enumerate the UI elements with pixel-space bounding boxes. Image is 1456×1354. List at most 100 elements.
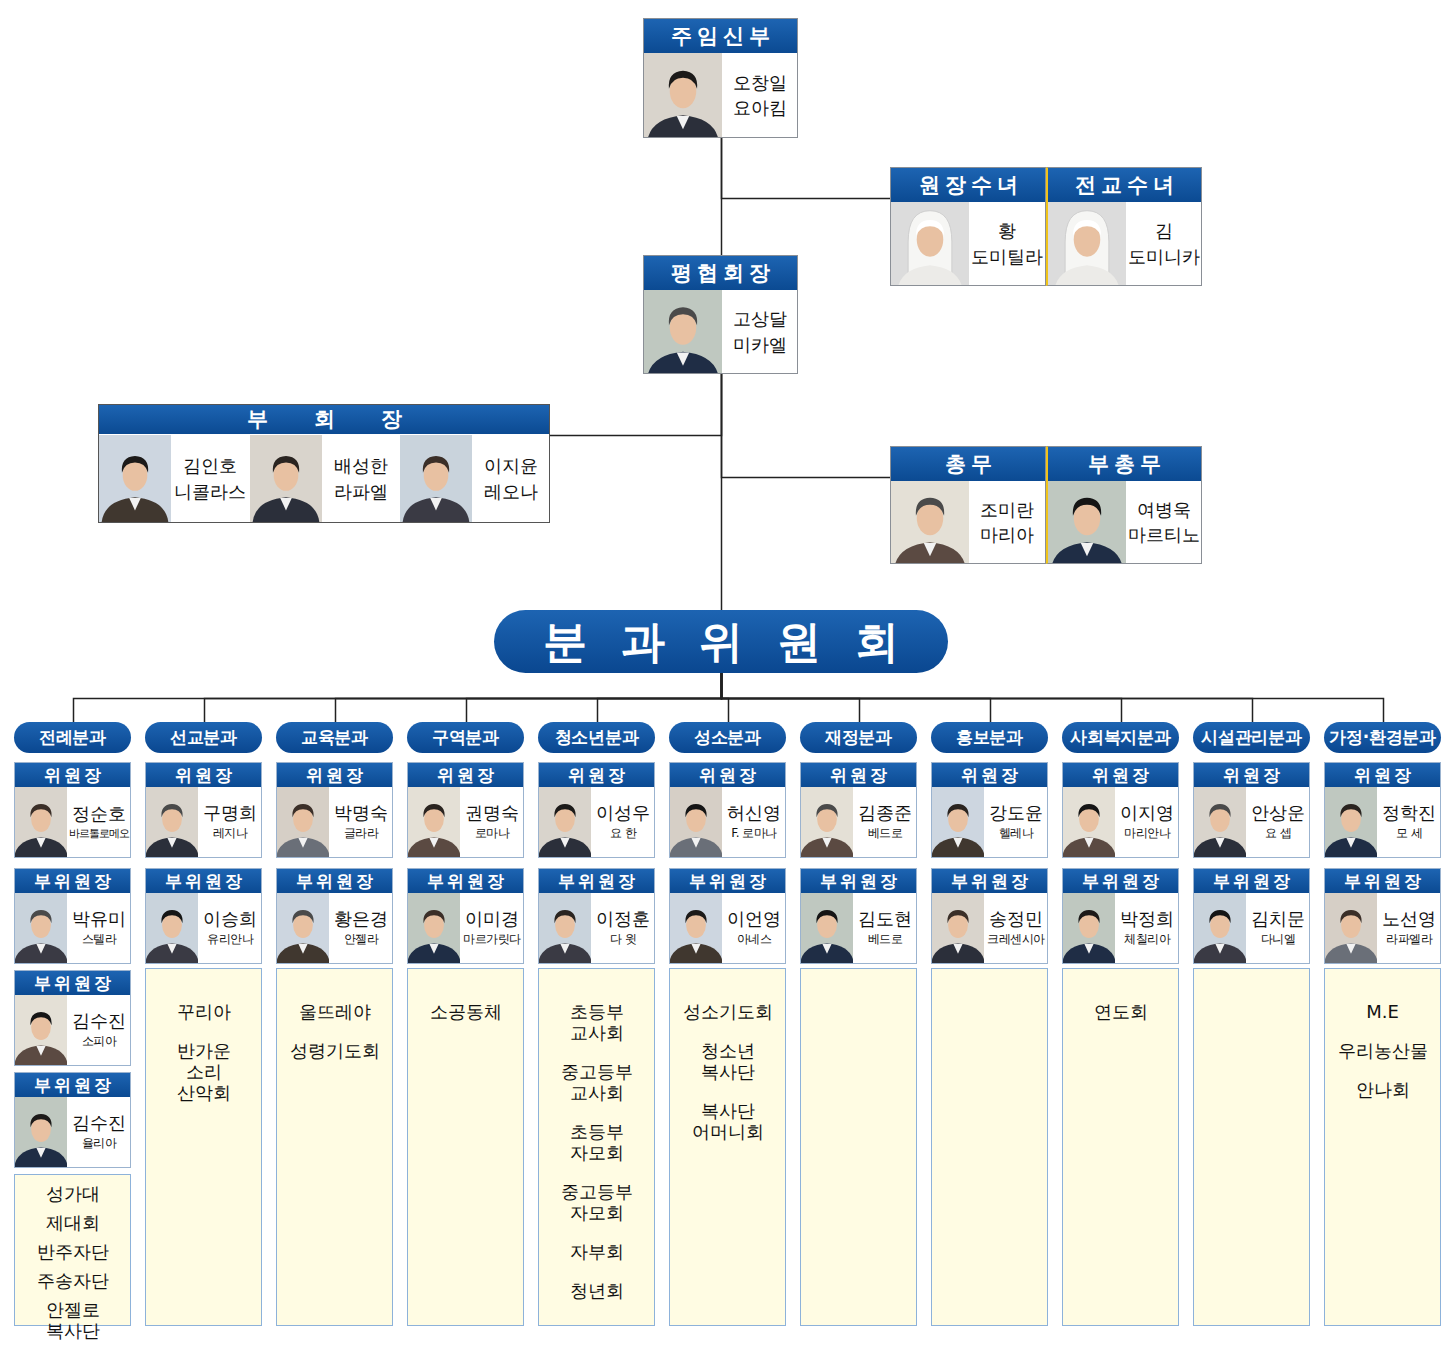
portrait-photo [400, 435, 472, 522]
shoulders [801, 943, 853, 963]
photo-ground [408, 787, 460, 857]
hair [1340, 910, 1361, 923]
baptismal-name: 소피아 [69, 1034, 129, 1050]
baptismal-name: 아네스 [724, 932, 784, 948]
name-area: 허신영F. 로마나 [723, 787, 785, 857]
shirt [1346, 944, 1355, 954]
role-card: 평협회장고상달 미카엘 [643, 255, 798, 374]
baptismal-name: 베드로 [855, 826, 915, 842]
portrait-photo [99, 435, 171, 522]
baptismal-name: 모 세 [1379, 826, 1439, 842]
name-area: 조미란 마리아 [969, 481, 1045, 563]
hair [816, 804, 837, 817]
person-name: 여병욱 마르티노 [1127, 497, 1200, 547]
division-pill: 성소분과 [669, 722, 786, 753]
photo-ground [15, 995, 67, 1065]
shoulders [15, 1147, 67, 1167]
division-pill: 재정분과 [800, 722, 917, 753]
shirt [167, 838, 176, 848]
name-area: 고상달 미카엘 [722, 290, 797, 373]
group-name: 중고등부 교사회 [551, 1061, 643, 1103]
photo-ground [15, 1097, 67, 1167]
name-area: 김수진소피아 [68, 995, 130, 1065]
group-name: 자부회 [551, 1241, 643, 1262]
portrait-photo [1194, 893, 1246, 963]
portrait-photo [644, 53, 722, 137]
name-area: 이미경마르가릿다 [461, 893, 523, 963]
hair [1078, 910, 1099, 923]
photo-ground [670, 787, 722, 857]
member-name: 이정훈 [593, 908, 653, 931]
connector-line [550, 374, 722, 436]
portrait-photo [1063, 893, 1115, 963]
name-area: 오창일 요아킴 [722, 53, 797, 137]
empty-list-box [801, 969, 917, 1326]
shoulders [932, 837, 984, 857]
role-title: 평협회장 [644, 256, 797, 290]
division-name: 교육분과 [276, 722, 393, 753]
group-name: 복사단 어머니회 [682, 1100, 774, 1142]
position-title: 위원장 [801, 763, 916, 787]
shirt [1084, 944, 1093, 954]
position-title: 위원장 [1325, 763, 1440, 787]
portrait-photo [644, 290, 722, 373]
photo-ground [1063, 787, 1115, 857]
portrait-photo [891, 481, 969, 563]
position-title: 부위원장 [277, 869, 392, 893]
member-name: 허신영 [724, 802, 784, 825]
person-name: 김인호 니콜라스 [172, 453, 248, 503]
group-name: 주송자단 [17, 1270, 128, 1291]
shoulders [408, 837, 460, 857]
member-name: 강도윤 [986, 802, 1046, 825]
division-pill: 사회복지분과 [1062, 722, 1179, 753]
member-name: 박정희 [1117, 908, 1177, 931]
member-card: 위원장이지영마리안나 [1062, 762, 1179, 858]
position-title: 부위원장 [15, 971, 130, 995]
baptismal-name: 다 윗 [593, 932, 653, 948]
name-area: 정학진모 세 [1378, 787, 1440, 857]
shoulders [894, 542, 966, 563]
name-area: 김 도미니카 [1126, 202, 1201, 285]
shoulders [801, 837, 853, 857]
photo-ground [932, 787, 984, 857]
shoulders [539, 943, 591, 963]
portrait-photo [539, 893, 591, 963]
member-name: 이지영 [1117, 802, 1177, 825]
position-title: 위원장 [1063, 763, 1178, 787]
member-card: 위원장정학진모 세 [1324, 762, 1441, 858]
connector-line [74, 673, 722, 722]
hair [1078, 804, 1099, 817]
hair [423, 804, 444, 817]
group-list-box: 초등부 교사회중고등부 교사회초등부 자모회중고등부 자모회자부회청년회 [538, 968, 655, 1326]
shirt [822, 944, 831, 954]
position-title: 위원장 [146, 763, 261, 787]
division-name: 재정분과 [800, 722, 917, 753]
group-list-box: 성가대제대회반주자단주송자단안젤로 복사단 [14, 1174, 131, 1326]
shoulders [146, 943, 198, 963]
group-name: 울뜨레야 [289, 1001, 381, 1022]
portrait-photo [15, 893, 67, 963]
person-card: 이지윤 레오나 [400, 435, 549, 522]
member-card: 위원장정순호바르톨로메오 [14, 762, 131, 858]
person-name: 배성한 라파엘 [323, 453, 399, 503]
shoulders [670, 837, 722, 857]
hair [669, 307, 697, 325]
empty-list-box [1194, 969, 1310, 1326]
hair [1073, 498, 1101, 516]
division-name: 청소년분과 [538, 722, 655, 753]
empty-list-box [932, 969, 1048, 1326]
photo-ground [644, 53, 722, 137]
portrait-photo [15, 787, 67, 857]
name-area: 여병욱 마르티노 [1126, 481, 1201, 563]
member-card: 위원장강도윤헬레나 [931, 762, 1048, 858]
position-title: 위원장 [1194, 763, 1309, 787]
baptismal-name: 안젤라 [331, 932, 391, 948]
name-area: 노선영라파엘라 [1378, 893, 1440, 963]
division-name: 선교분과 [145, 722, 262, 753]
shoulders [1325, 943, 1377, 963]
member-name: 박유미 [69, 908, 129, 931]
role-card: 부총무여병욱 마르티노 [1046, 446, 1202, 564]
role-title: 원장수녀 [891, 168, 1045, 202]
role-title: 총무 [891, 447, 1045, 481]
baptismal-name: 바르톨로메오 [69, 827, 129, 841]
